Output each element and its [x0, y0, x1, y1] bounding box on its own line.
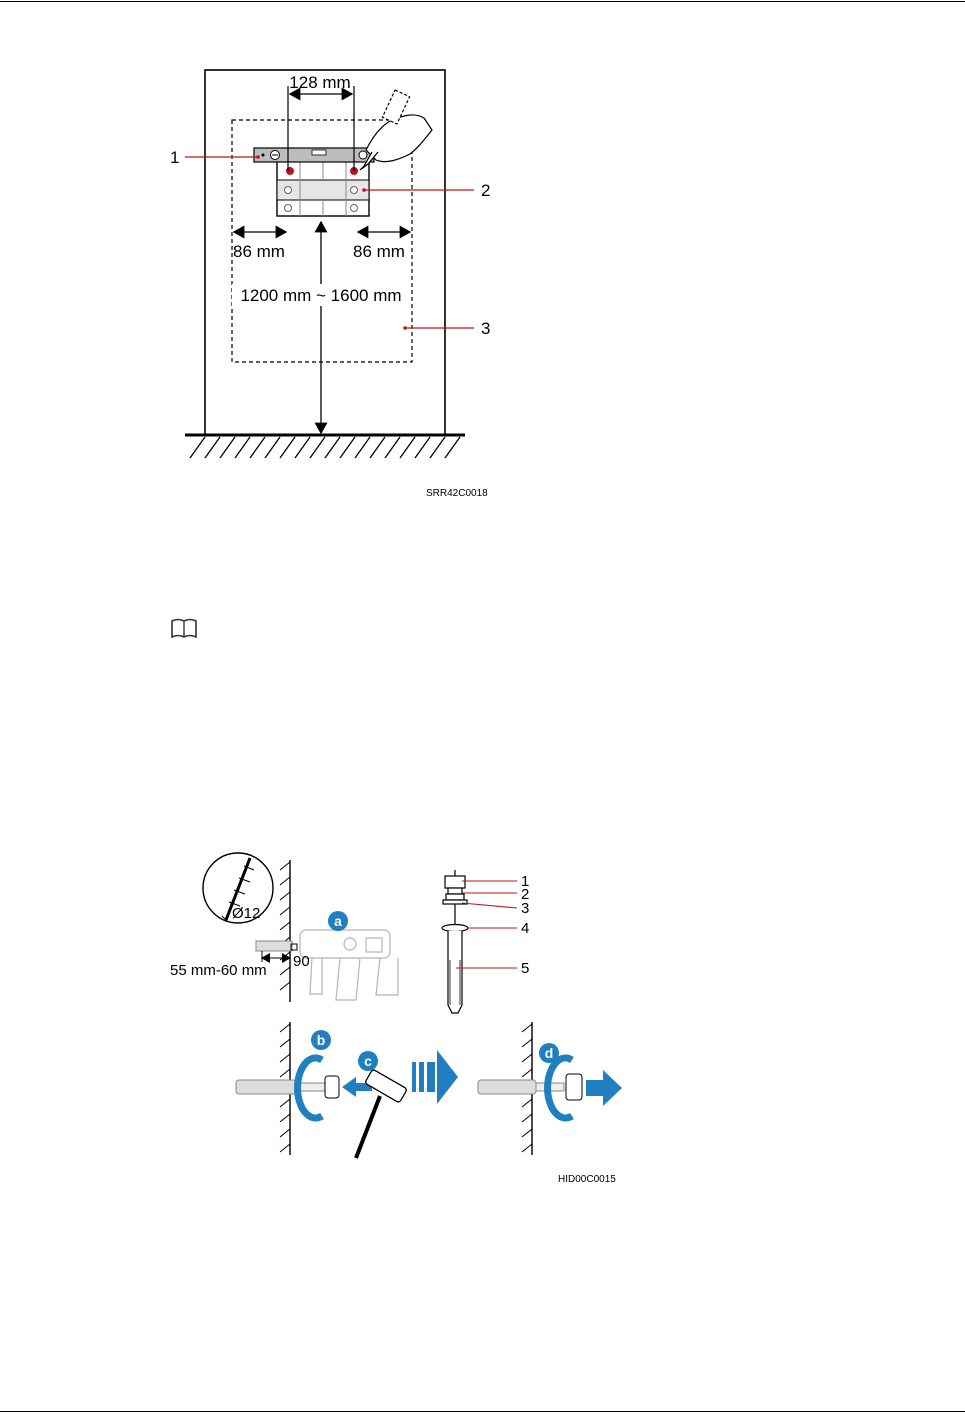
callout-3: 3 — [481, 319, 490, 338]
hammer — [356, 1069, 407, 1158]
step-b-label: b — [317, 1032, 326, 1048]
step-a-label: a — [334, 913, 342, 929]
next-step-arrow — [412, 1050, 458, 1104]
drill-diameter-label: Ø12 — [232, 905, 260, 922]
pull-arrow-d — [586, 1070, 622, 1106]
ground-hatching — [190, 437, 460, 458]
spirit-level — [254, 148, 374, 162]
drill-depth-label: 55 mm-60 mm — [170, 962, 267, 979]
bolt-callout-5: 5 — [521, 960, 529, 977]
wall-section-a — [280, 860, 290, 1002]
step-c-label: c — [364, 1053, 372, 1069]
book-icon — [170, 618, 198, 640]
dim-label-left-86: 86 mm — [233, 242, 285, 261]
wall-section-c — [478, 1022, 582, 1155]
mounting-bracket — [277, 158, 369, 216]
dim-label-right-86: 86 mm — [353, 242, 405, 261]
dim-label-height: 1200 mm ~ 1600 mm — [240, 286, 401, 305]
dim-label-128: 128 mm — [289, 73, 350, 92]
figure2-code: HID00C0015 — [558, 1174, 616, 1185]
bolt-callout-3: 3 — [521, 900, 529, 917]
power-drill — [256, 930, 398, 1000]
callout-1: 1 — [170, 148, 179, 167]
wall-marking-figure: 128 mm 86 mm 86 mm 1200 mm ~ 1600 mm 1 2… — [170, 70, 490, 499]
drill-mark-left — [286, 167, 294, 175]
expansion-bolt — [442, 870, 468, 1013]
hand-with-marker-pen — [360, 90, 432, 170]
callout-2: 2 — [481, 181, 490, 200]
drill-bit-detail: Ø12 — [203, 853, 273, 923]
bolt-callout-4: 4 — [521, 920, 529, 937]
figure1-code: SRR42C0018 — [426, 488, 488, 499]
expansion-bolt-figure: Ø12 90 55 mm-60 mm — [170, 853, 622, 1185]
step-d-label: d — [545, 1045, 554, 1061]
angle-label: 90 — [293, 953, 310, 970]
